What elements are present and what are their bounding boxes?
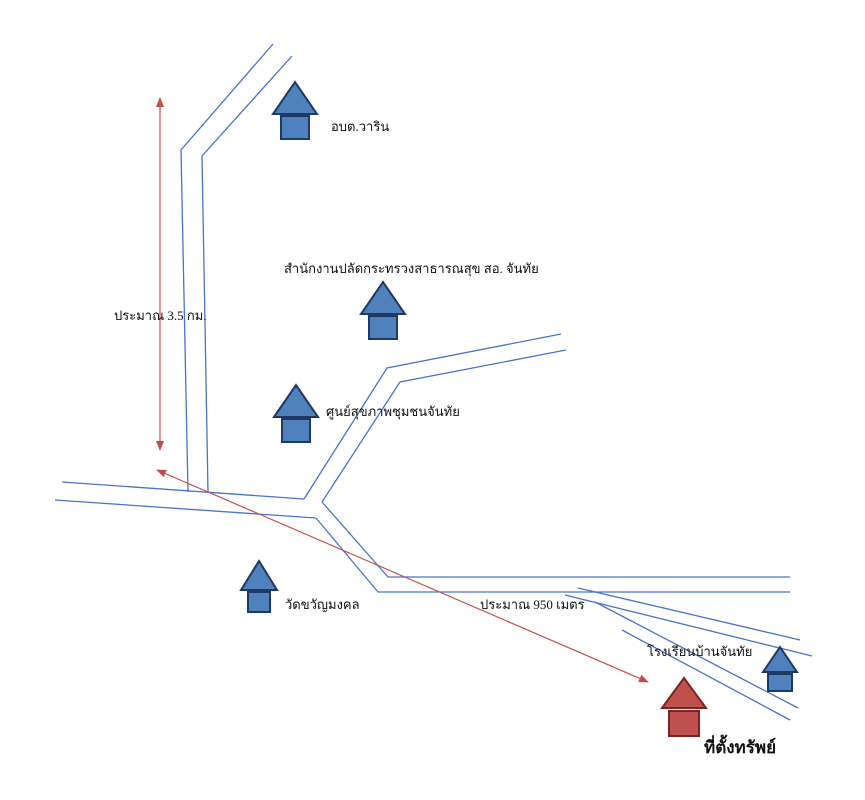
house-marker-icon (359, 280, 407, 340)
measurements (156, 97, 649, 683)
road-network (54, 43, 813, 721)
road-north-west-edge (180, 43, 274, 493)
landmark-label-property: ที่ตั้งทรัพย์ (704, 738, 777, 757)
road-junction-lower-edge (315, 517, 790, 593)
property-marker-icon (660, 676, 708, 737)
house-marker-icon (271, 80, 319, 140)
house-marker-icon (761, 645, 799, 692)
landmark-label-orbortor: อบต.วาริน (331, 119, 390, 134)
landmark-label-school: โรงเรียนบ้านจันทัย (647, 644, 753, 659)
distance-label-vertical: ประมาณ 3.5 กม. (114, 308, 207, 323)
landmark-label-health-office: สำนักงานปลัดกระทรวงสาธารณสุข สอ. จันทัย (284, 261, 539, 276)
road-north-east-edge (201, 55, 293, 493)
house-marker-icon (239, 559, 279, 613)
distance-arrow-diagonal (156, 469, 649, 683)
road-northeast-upper-edge (321, 349, 567, 503)
road-northeast-lower-edge (303, 333, 562, 500)
road-west-lower-edge (54, 499, 317, 519)
road-west-upper-edge (61, 481, 305, 500)
road-junction-upper-edge (321, 501, 790, 578)
landmark-label-health-center: ศูนย์สุขภาพชุมชนจันทัย (326, 404, 460, 419)
house-marker-icon (272, 383, 320, 443)
road-school-upper-edge (577, 587, 801, 641)
distance-label-diagonal: ประมาณ 950 เมตร (480, 597, 585, 612)
road-property-lower-edge (621, 629, 791, 721)
landmark-label-temple: วัดขวัญมงคล (285, 597, 360, 612)
